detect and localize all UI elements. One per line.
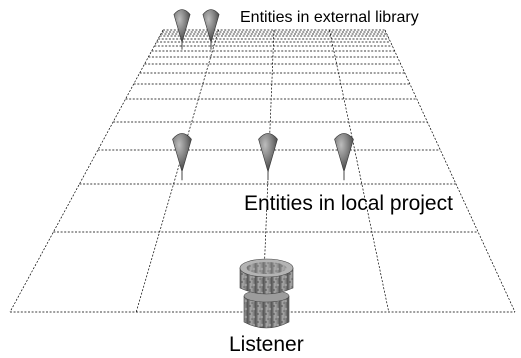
external-entity-icon <box>173 9 191 50</box>
grid-column-line <box>9 29 164 313</box>
local-entity-icon <box>334 133 354 181</box>
listener-icon <box>239 258 294 329</box>
local-project-label: Entities in local project <box>244 192 453 215</box>
perspective-grid <box>9 29 516 313</box>
local-entity-icon <box>258 133 278 181</box>
external-entity-icon <box>202 9 220 50</box>
listener-label: Listener <box>229 333 304 356</box>
grid-column-line <box>384 29 516 313</box>
grid-column-line <box>329 29 390 313</box>
grid-column-line <box>135 29 219 313</box>
external-library-label: Entities in external library <box>240 9 419 26</box>
external-entities-group <box>173 9 220 50</box>
local-entities-group <box>172 133 354 181</box>
local-entity-icon <box>172 133 192 181</box>
